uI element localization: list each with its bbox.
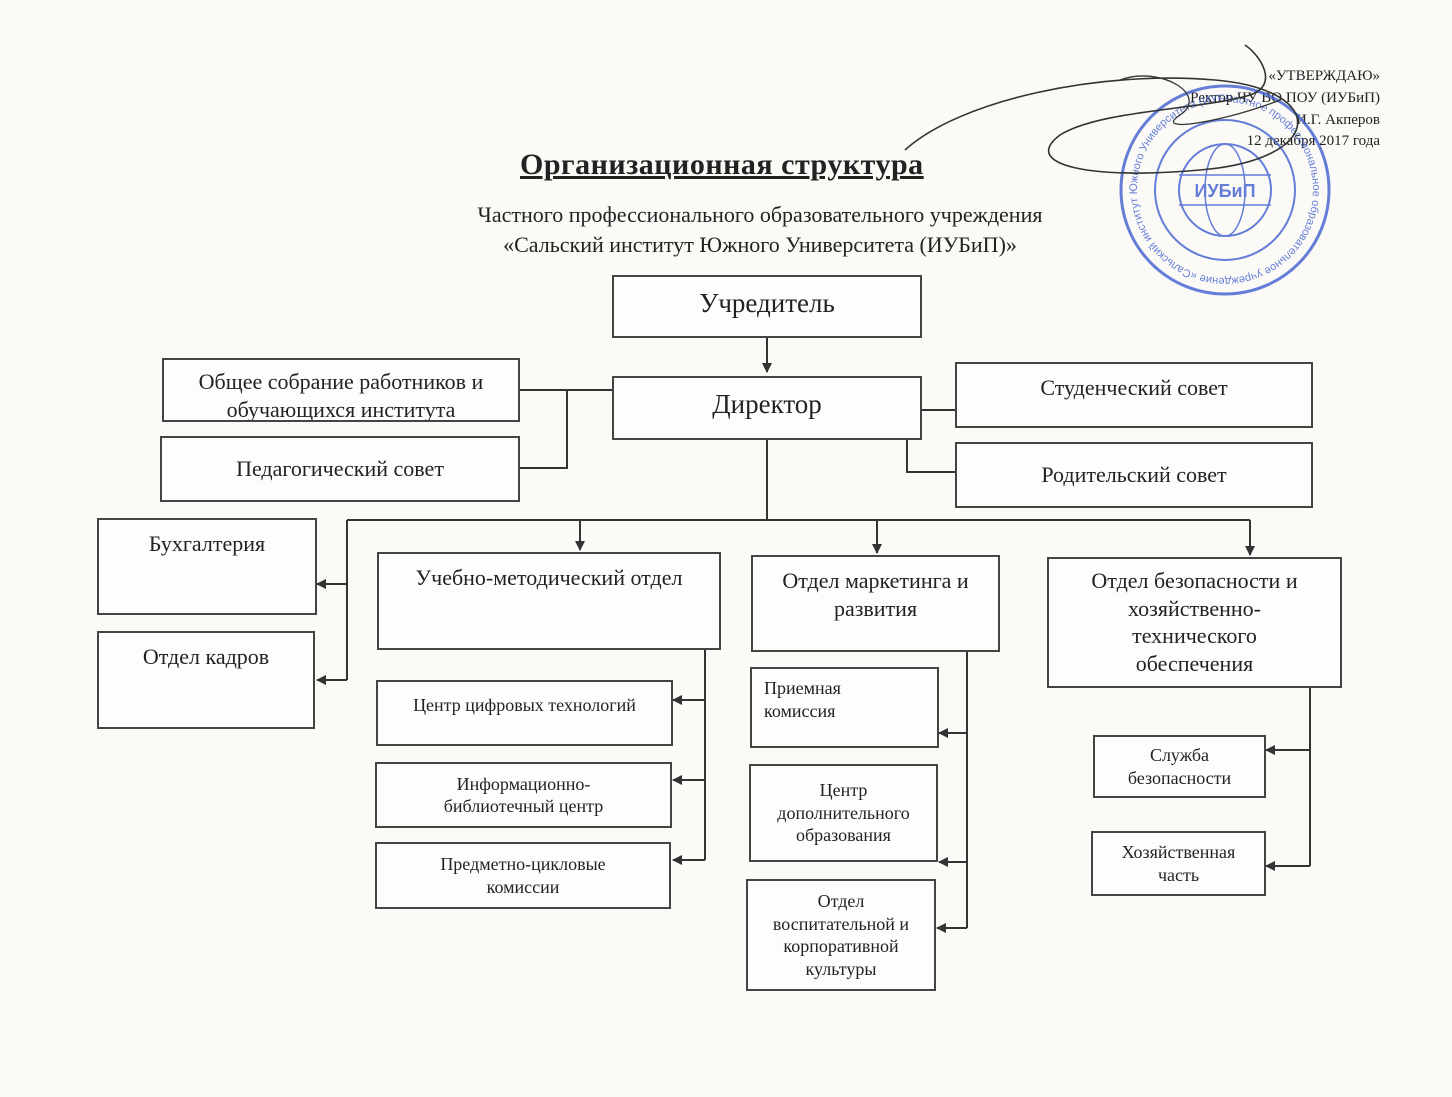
student-council-box: Студенческий совет [955, 362, 1313, 428]
director-box: Директор [612, 376, 922, 440]
pedagogical-council-label: Педагогический совет [236, 456, 444, 482]
security-dept-box: Отдел безопасности и хозяйственно- техни… [1047, 557, 1342, 688]
library-center-box: Информационно- библиотечный центр [375, 762, 672, 828]
founder-label: Учредитель [699, 288, 835, 318]
additional-edu-label: Центр дополнительного образования [777, 780, 910, 846]
director-label: Директор [712, 389, 822, 419]
founder-box: Учредитель [612, 275, 922, 338]
commissions-box: Предметно-цикловые комиссии [375, 842, 671, 909]
student-council-label: Студенческий совет [1040, 375, 1228, 400]
admission-box: Приемная комиссия [750, 667, 939, 748]
pedagogical-council-box: Педагогический совет [160, 436, 520, 502]
director-to-pedagogical-line [520, 390, 568, 469]
director-to-parent-line [906, 440, 955, 473]
general-meeting-box: Общее собрание работников и обучающихся … [162, 358, 520, 422]
methodical-dept-label: Учебно-методический отдел [415, 565, 683, 590]
security-service-box: Служба безопасности [1093, 735, 1266, 798]
security-dept-label: Отдел безопасности и хозяйственно- техни… [1091, 568, 1298, 676]
commissions-label: Предметно-цикловые комиссии [440, 854, 606, 897]
culture-dept-label: Отдел воспитательной и корпоративной кул… [772, 891, 910, 979]
accounting-label: Бухгалтерия [148, 531, 266, 556]
household-label: Хозяйственная часть [1121, 842, 1236, 885]
household-box: Хозяйственная часть [1091, 831, 1266, 896]
security-service-label: Служба безопасности [1127, 745, 1232, 788]
stamp-logo: ИУБиП [1194, 181, 1255, 201]
library-center-label: Информационно- библиотечный центр [443, 773, 604, 817]
accounting-box: Бухгалтерия [97, 518, 317, 615]
additional-edu-box: Центр дополнительного образования [749, 764, 938, 862]
hr-box: Отдел кадров [97, 631, 315, 729]
parent-council-label: Родительский совет [1041, 462, 1227, 488]
marketing-dept-label: Отдел маркетинга и развития [782, 568, 969, 621]
marketing-dept-box: Отдел маркетинга и развития [751, 555, 1000, 652]
culture-dept-box: Отдел воспитательной и корпоративной кул… [746, 879, 936, 991]
page-title: Организационная структура [520, 148, 924, 181]
methodical-dept-box: Учебно-методический отдел [377, 552, 721, 650]
admission-label: Приемная комиссия [764, 678, 841, 721]
general-meeting-label: Общее собрание работников и обучающихся … [198, 369, 484, 422]
digital-center-box: Центр цифровых технологий [376, 680, 673, 746]
parent-council-box: Родительский совет [955, 442, 1313, 508]
hr-label: Отдел кадров [142, 644, 270, 669]
signature [904, 44, 1299, 174]
page-subtitle: Частного профессионального образовательн… [477, 202, 1043, 257]
digital-center-label: Центр цифровых технологий [413, 695, 636, 715]
